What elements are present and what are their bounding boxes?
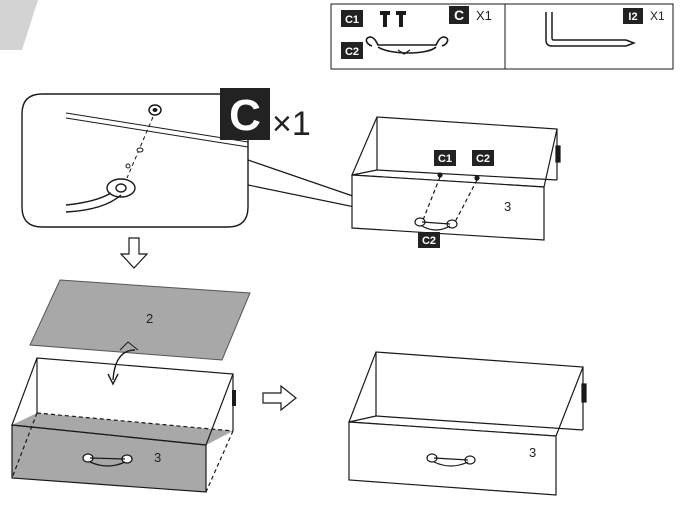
header-tab — [0, 0, 38, 50]
handle-code-badge — [341, 42, 363, 59]
drawer-box-step3 — [348, 351, 587, 496]
drawer-box-step2 — [11, 357, 236, 493]
detail-callout: C ×1 — [21, 88, 409, 228]
hardware-code-badge — [341, 10, 363, 27]
allen-key-icon — [545, 12, 637, 47]
step1-c1-label: C1 — [438, 153, 452, 165]
hardware-code-label: C1 — [345, 14, 359, 26]
bottom-panel — [29, 279, 251, 361]
tool-qty: X1 — [650, 9, 665, 23]
parts-table: C1 C X1 C2 I2 X1 — [330, 3, 674, 70]
step1-c2-handle-badge — [418, 232, 440, 248]
handle-icon — [414, 217, 458, 231]
step2-front-panel-number: 3 — [154, 450, 161, 465]
step1-c2-label: C2 — [476, 153, 490, 165]
callout-code-badge — [220, 88, 270, 140]
step2-bottom-panel-number: 2 — [146, 311, 153, 326]
group-qty: X1 — [476, 8, 492, 23]
handle-icon — [365, 36, 449, 55]
step1-c2-badge — [472, 150, 494, 166]
step1-c2-handle-label: C2 — [422, 235, 436, 247]
down-arrow-icon — [119, 237, 149, 269]
step3-front-panel-number: 3 — [529, 445, 536, 460]
step1-c1-badge — [434, 150, 456, 166]
screw-icon — [380, 11, 406, 27]
callout-qty: ×1 — [272, 105, 311, 143]
group-code-badge — [449, 6, 469, 24]
handle-icon — [426, 453, 476, 467]
group-code-label: C — [454, 7, 464, 23]
curved-arrow-icon — [107, 341, 139, 386]
handle-icon — [65, 178, 136, 213]
drawer-box-step1 — [351, 116, 561, 241]
handle-code-label: C2 — [345, 46, 359, 58]
handle-icon — [82, 453, 133, 467]
tool-code-label: I2 — [628, 11, 637, 23]
screw-icon — [148, 104, 162, 116]
callout-code-label: C — [229, 91, 261, 140]
right-arrow-icon — [262, 384, 297, 412]
tool-code-badge — [623, 8, 643, 24]
step1-panel-number: 3 — [504, 199, 511, 214]
